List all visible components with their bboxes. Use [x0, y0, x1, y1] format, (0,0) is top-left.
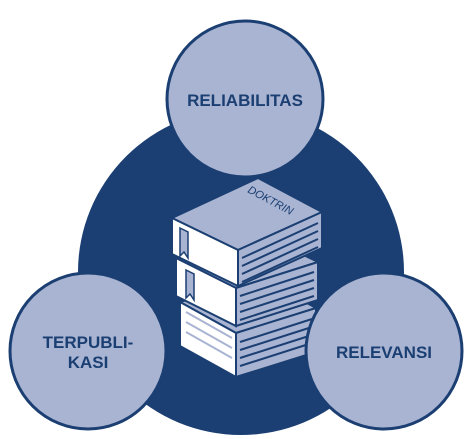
book-top: [169, 176, 325, 288]
circle-left: [8, 271, 168, 431]
circle-right: [304, 271, 464, 431]
circle-top-label: RELIABILITAS: [187, 91, 303, 110]
circle-left-label-line2: KASI: [68, 353, 109, 372]
book-stack-icon: [169, 176, 325, 379]
circle-top: [165, 19, 325, 179]
circle-right-label: RELEVANSI: [336, 343, 432, 362]
circle-left-label-line1: TERPUBLI-: [43, 333, 134, 352]
